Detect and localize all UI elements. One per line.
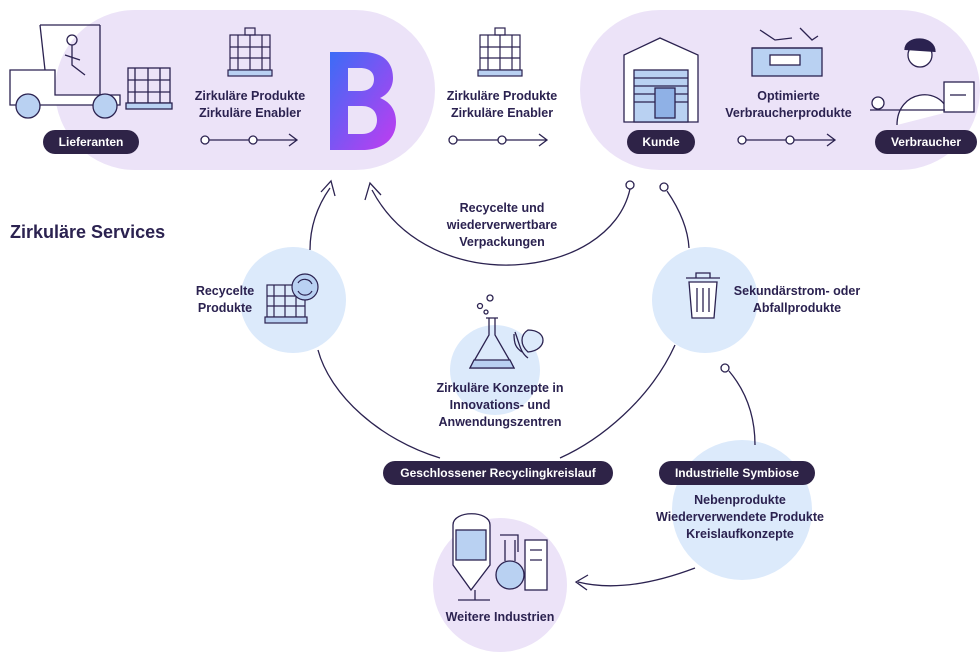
packaging-hands-icon [751,27,823,77]
caption-line: Zirkuläre Konzepte in [436,381,564,395]
recycled-products-circle [240,247,346,353]
recycled-products-caption: Recycelte Produkte [185,283,265,317]
caption-line: Nebenprodukte [694,493,786,507]
ibc-container-icon [477,27,523,77]
top-middle-caption: Zirkuläre Produkte Zirkuläre Enabler [437,88,567,122]
symbiosis-pill: Industrielle Symbiose [659,461,815,485]
caption-line: Kreislaufkonzepte [686,527,794,541]
packaging-caption: Recycelte und wiederverwertbare Verpacku… [432,200,572,251]
flow-arrow-middle [448,133,549,147]
caption-line: Verbraucherprodukte [725,106,852,120]
caption-line: Recycelte und [459,201,545,215]
trash-can-icon [686,272,720,319]
top-left-caption: Zirkuläre Produkte Zirkuläre Enabler [185,88,315,122]
caption-line: Sekundärstrom- oder [733,284,861,298]
caption-line: Innovations- und [449,398,551,412]
caption-line: Verpackungen [459,235,545,249]
recycled-ibc-icon [264,273,319,324]
further-industries-caption: Weitere Industrien [445,610,555,624]
packaging-return-arc [364,180,635,266]
caption-line: Anwendungszentren [438,415,562,429]
supplier-pill: Lieferanten [43,130,139,154]
waste-arc [659,182,690,249]
caption-line: Zirkuläre Produkte [446,89,558,103]
caption-line: Abfallprodukte [752,301,842,315]
warehouse-icon [623,37,699,123]
forklift-icon [9,24,173,119]
flow-arrow-left [200,133,299,147]
symbiosis-line [574,363,756,591]
caption-line: Zirkuläre Enabler [450,106,554,120]
consumer-phone-icon [870,38,975,126]
closed-loop-pill: Geschlossener Recyclingkreislauf [383,461,613,485]
closed-loop-arc [309,179,676,459]
flow-arrow-right [737,133,837,147]
caption-line: wiederverwertbare [446,218,558,232]
caption-line: Wiederverwendete Produkte [656,510,824,524]
factory-icon [452,513,548,601]
brand-logo-b [330,52,396,150]
customer-pill: Kunde [627,130,695,154]
caption-line: Produkte [197,301,253,315]
center-concepts-caption: Zirkuläre Konzepte in Innovations- und A… [420,380,580,431]
section-heading: Zirkuläre Services [10,222,166,242]
caption-line: Zirkuläre Enabler [198,106,302,120]
consumer-pill: Verbraucher [875,130,977,154]
symbiosis-caption: Nebenprodukte Wiederverwendete Produkte … [640,492,840,543]
caption-line: Recycelte [195,284,255,298]
top-right-caption: Optimierte Verbraucherprodukte [716,88,861,122]
caption-line: Zirkuläre Produkte [194,89,306,103]
waste-products-caption: Sekundärstrom- oder Abfallprodukte [722,283,872,317]
caption-line: Optimierte [757,89,820,103]
flask-leaf-icon [468,294,544,369]
ibc-container-icon [227,27,273,77]
